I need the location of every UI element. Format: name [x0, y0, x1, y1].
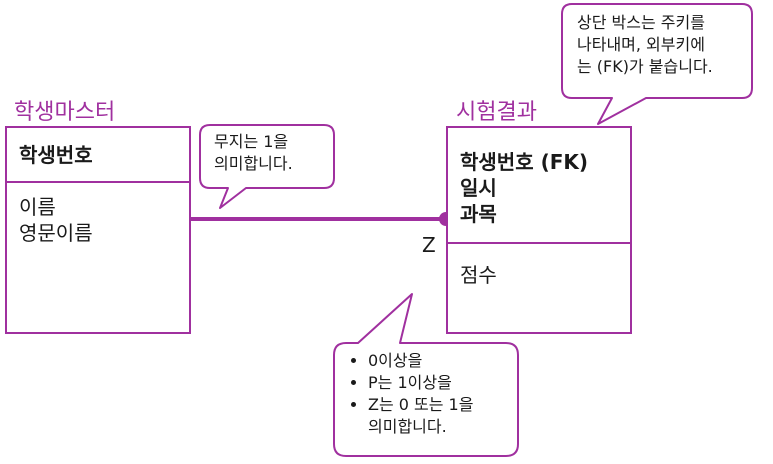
student-master-entity: 학생번호 이름 영문이름 [5, 126, 191, 334]
callout-no-mark: 무지는 1을 의미합니다. [214, 131, 293, 175]
student-master-attribute-section: 이름 영문이름 [19, 194, 93, 246]
exam-result-key-section: 학생번호 (FK) 일시 과목 [448, 128, 630, 244]
callout-cardinality-bubble [333, 293, 519, 457]
student-master-field: 영문이름 [19, 221, 93, 245]
exam-result-title: 시험결과 [456, 100, 537, 125]
callout-no-mark-bubble [199, 124, 335, 209]
callout-line: 의미합니다. [368, 417, 447, 436]
student-master-field: 이름 [19, 195, 56, 219]
student-master-key-section: 학생번호 [7, 128, 189, 183]
cardinality-bullet: P는 1이상을 [368, 372, 473, 394]
cardinality-label: Z [422, 233, 436, 257]
callout-top-box-bubble [561, 3, 753, 125]
exam-result-entity: 학생번호 (FK) 일시 과목 점수 [446, 126, 632, 334]
callout-line: 의미합니다. [214, 154, 293, 173]
callout-line: 는 (FK)가 붙습니다. [577, 57, 713, 76]
exam-result-key-field: 과목 [460, 202, 497, 226]
exam-result-key-field: 일시 [460, 176, 497, 200]
callout-line: 나타내며, 외부키에 [577, 35, 705, 54]
exam-result-field: 점수 [460, 263, 497, 287]
cardinality-bullet: 0이상을 [368, 350, 473, 372]
callout-line: 무지는 1을 [214, 132, 289, 151]
callout-top-box: 상단 박스는 주키를 나타내며, 외부키에 는 (FK)가 붙습니다. [577, 12, 713, 78]
exam-result-key-field: 학생번호 (FK) [460, 150, 589, 174]
student-master-title: 학생마스터 [14, 100, 116, 125]
exam-result-attribute-section: 점수 [460, 262, 497, 288]
student-master-key-field: 학생번호 [19, 143, 93, 167]
callout-line: 상단 박스는 주키를 [577, 13, 705, 32]
cardinality-bullet-list: 0이상을 P는 1이상을 Z는 0 또는 1을 [346, 350, 473, 416]
cardinality-bullet: Z는 0 또는 1을 [368, 394, 473, 416]
callout-cardinality: 0이상을 P는 1이상을 Z는 0 또는 1을 의미합니다. [346, 350, 473, 438]
